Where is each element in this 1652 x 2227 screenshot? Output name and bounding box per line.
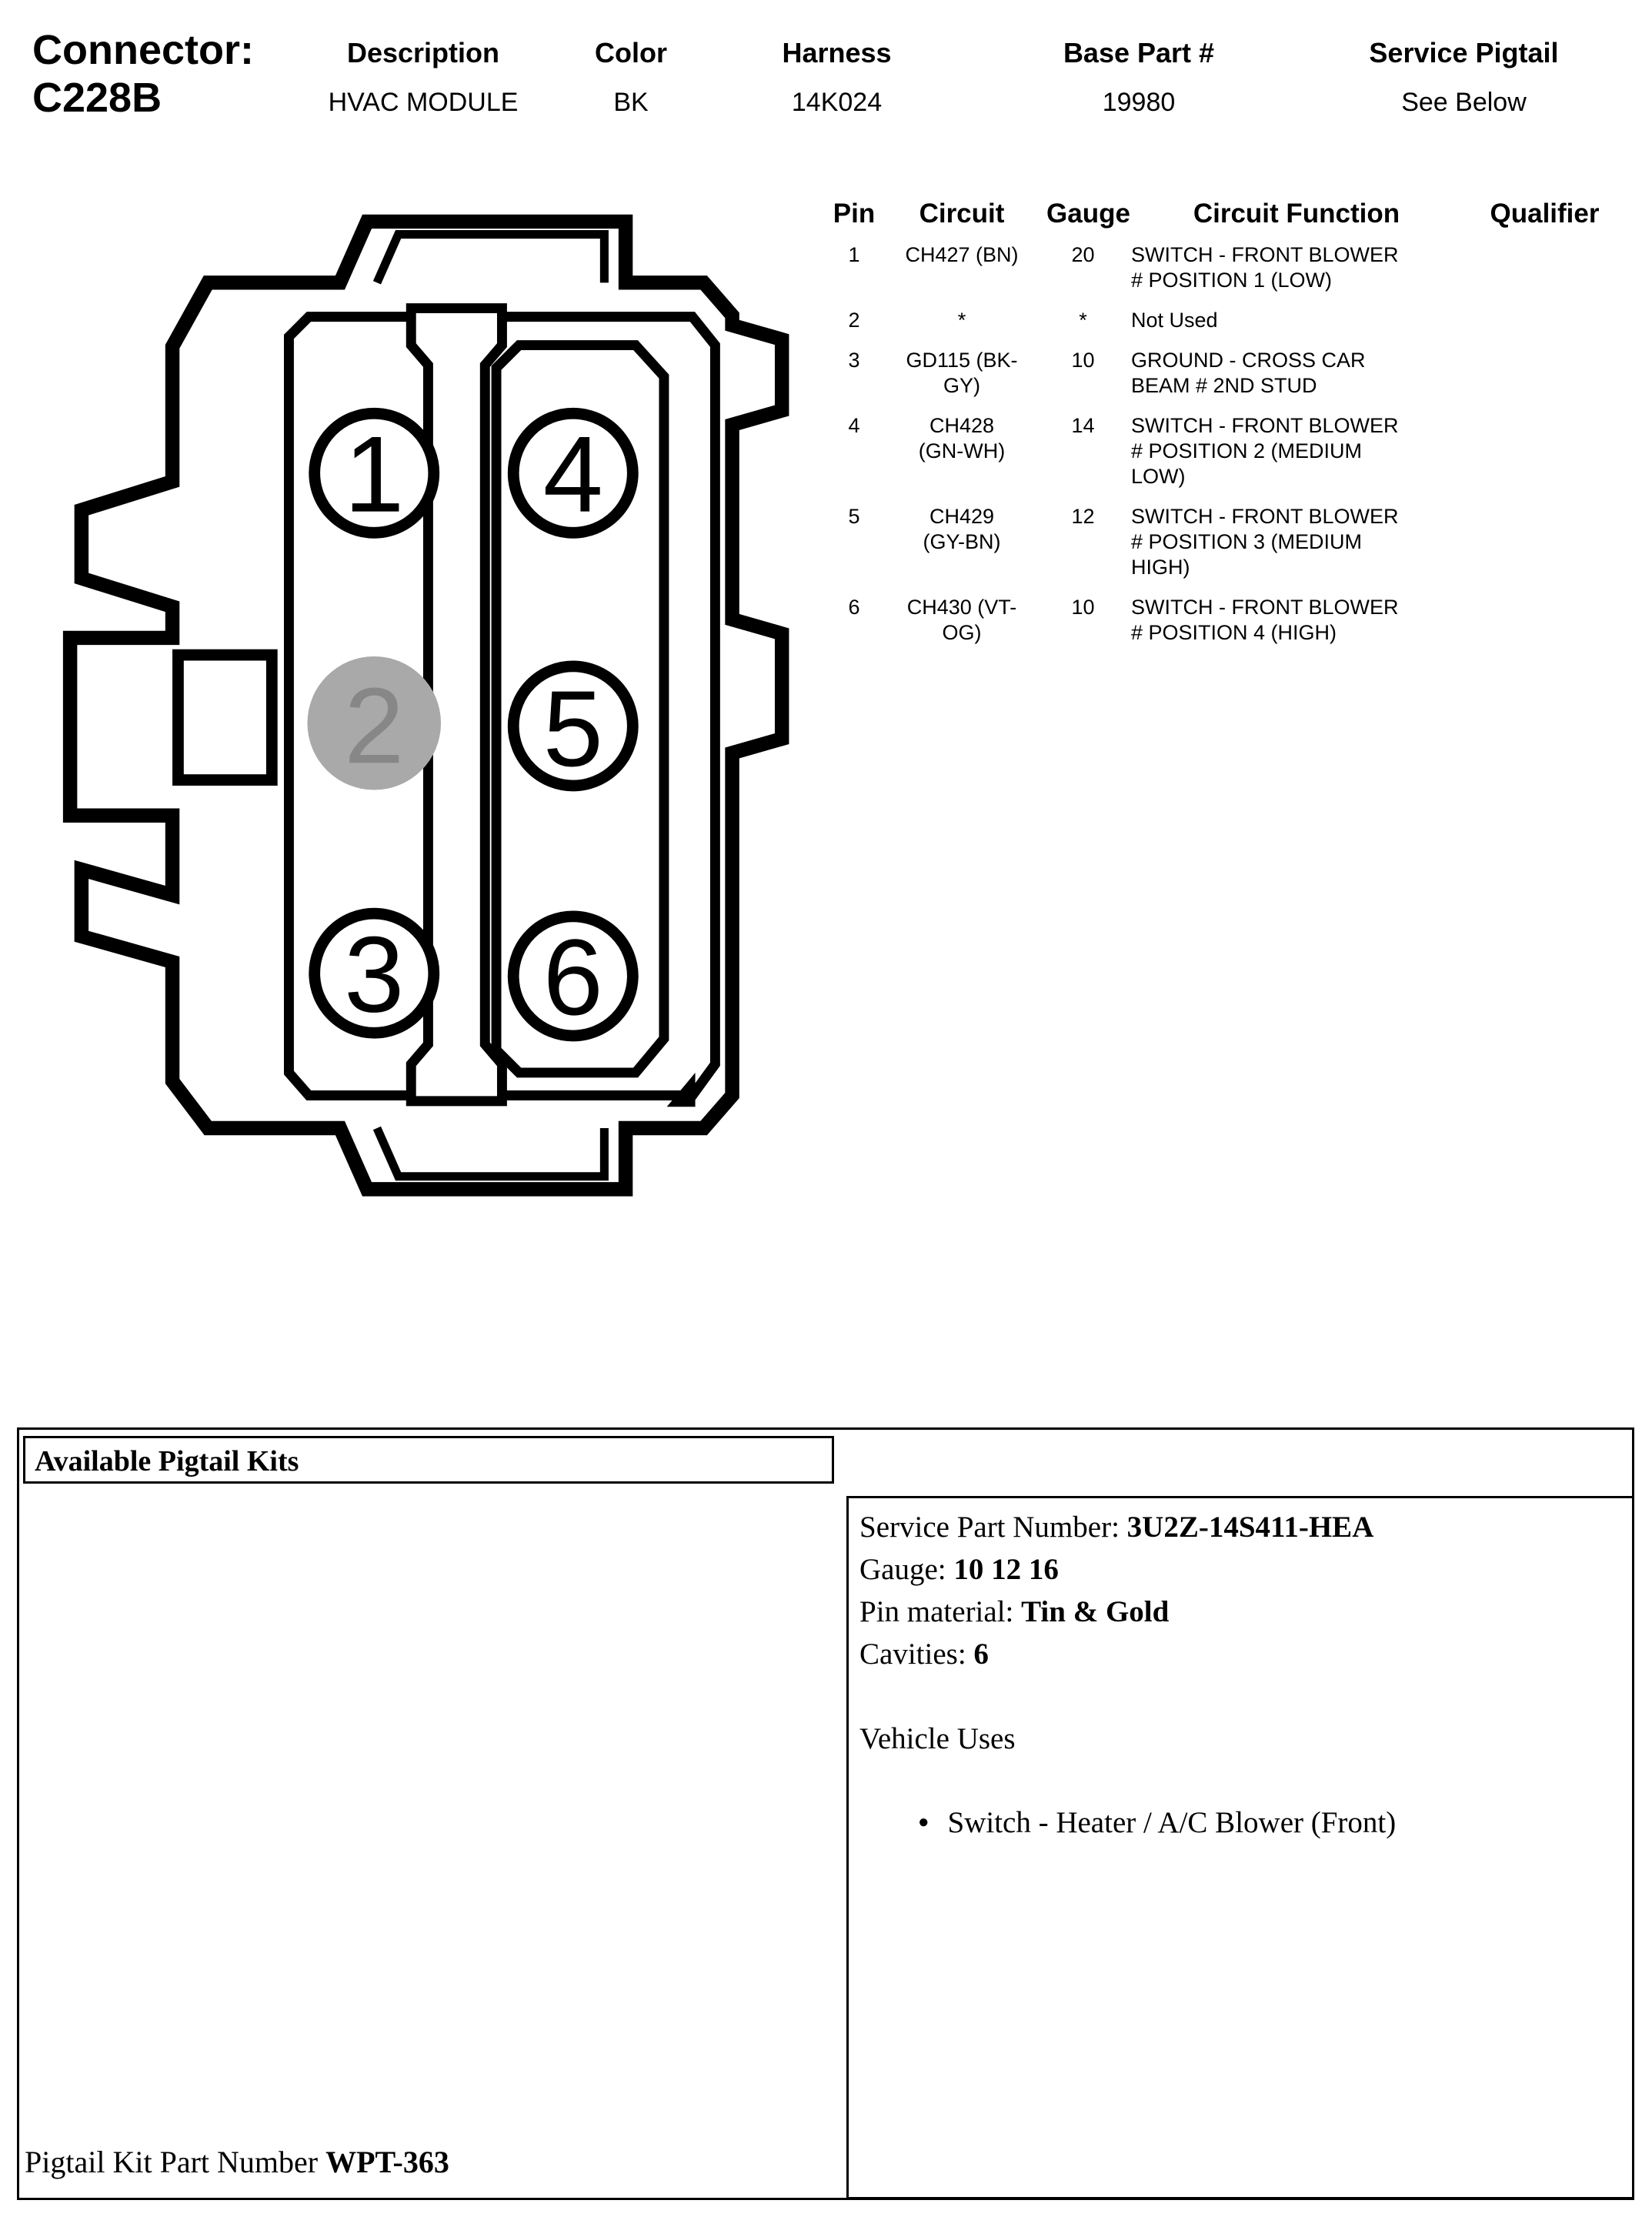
pin-row-5: 5 CH429 (GY-BN) 12 SWITCH - FRONT BLOWER… [831,504,1631,580]
cavities-label: Cavities: [859,1638,974,1671]
pin-table: Pin Circuit Gauge Circuit Function Quali… [831,199,1631,646]
connector-diagram: 1 4 2 5 3 6 [62,214,789,1197]
pin-number: 3 [848,349,860,372]
pin-material-label: Pin material: [859,1595,1022,1628]
pin-number: 4 [848,414,860,437]
pin-gauge: 14 [1071,414,1095,437]
gauge-header: Gauge [1046,199,1130,229]
header-col-harness: Harness 14K024 [743,37,931,118]
bottom-tab-inner-line [372,1126,609,1181]
base-part-label: Base Part # [1063,37,1215,68]
color-label: Color [595,37,667,68]
pigtail-kit-label: Pigtail Kit Part Number [25,2145,326,2179]
service-part-number-line: Service Part Number: 3U2Z-14S411-HEA [859,1506,1621,1548]
pin-row-6: 6 CH430 (VT- OG) 10 SWITCH - FRONT BLOWE… [831,595,1631,646]
circuit-function-header: Circuit Function [1193,199,1400,229]
header-col-color: Color BK [566,37,696,118]
service-part-number-value: 3U2Z-14S411-HEA [1126,1511,1374,1544]
pin-function: GROUND - CROSS CAR BEAM # 2ND STUD [1131,349,1366,397]
gauge-line: Gauge: 10 12 16 [859,1548,1621,1591]
pin-row-4: 4 CH428 (GN-WH) 14 SWITCH - FRONT BLOWER… [831,413,1631,489]
center-divider-bar [405,303,507,1107]
base-part-value: 19980 [1102,88,1176,117]
color-value: BK [613,88,649,117]
qualifier-header: Qualifier [1490,199,1600,229]
header-col-description: Description HVAC MODULE [277,37,569,118]
cavity-4-circle [507,407,639,539]
cavity-1-number: 1 [344,414,404,535]
description-value: HVAC MODULE [328,88,519,117]
pin-circuit: CH429 (GY-BN) [923,505,1001,553]
pin-gauge: 10 [1071,596,1095,619]
connector-title: Connector: C228B [32,26,254,122]
spacer [859,1760,1621,1800]
cavity-3-number: 3 [344,914,404,1035]
cavity-6-number: 6 [543,917,603,1037]
header-col-service-pigtail: Service Pigtail See Below [1331,37,1597,118]
cavity-6-circle [507,910,639,1042]
pin-header: Pin [833,199,876,229]
header-col-base-part: Base Part # 19980 [1023,37,1254,118]
pin-row-2: 2 * * Not Used [831,308,1631,333]
vehicle-use-item: ● Switch - Heater / A/C Blower (Front) [859,1801,1621,1848]
cavities-line: Cavities: 6 [859,1633,1621,1675]
pin-circuit: CH428 (GN-WH) [918,414,1006,462]
connector-id: C228B [32,75,162,121]
cavity-3-circle [309,907,440,1039]
pin-function: SWITCH - FRONT BLOWER # POSITION 4 (HIGH… [1131,596,1399,644]
keying-triangle [666,1072,696,1107]
pin-material-line: Pin material: Tin & Gold [859,1591,1621,1633]
pin-function: SWITCH - FRONT BLOWER # POSITION 1 (LOW) [1131,243,1399,292]
gauge-label: Gauge: [859,1553,954,1586]
pin-number: 2 [848,309,860,332]
pin-row-3: 3 GD115 (BK- GY) 10 GROUND - CROSS CAR B… [831,348,1631,399]
description-label: Description [346,37,500,68]
pin-gauge: 10 [1071,349,1095,372]
gauge-value: 10 12 16 [953,1553,1059,1586]
service-pigtail-label: Service Pigtail [1369,37,1559,68]
available-pigtail-kits-box: Available Pigtail Kits [23,1436,834,1484]
service-part-number-label: Service Part Number: [859,1511,1127,1544]
pin-circuit: CH427 (BN) [905,243,1019,266]
harness-label: Harness [782,37,892,68]
pin-circuit: CH430 (VT- OG) [906,596,1017,644]
pin-function: Not Used [1131,309,1218,332]
top-tab-inner-line [372,230,609,285]
connector-label: Connector: [32,27,254,73]
cavities-value: 6 [973,1638,989,1671]
pigtail-kit-part-number-line: Pigtail Kit Part Number WPT-363 [25,2144,449,2180]
pigtail-kit-value: WPT-363 [325,2145,449,2179]
vehicle-uses-title: Vehicle Uses [859,1722,1016,1755]
harness-value: 14K024 [791,88,883,117]
circuit-header: Circuit [919,199,1005,229]
pin-function: SWITCH - FRONT BLOWER # POSITION 3 (MEDI… [1131,505,1399,579]
right-cavity-frame [491,340,669,1078]
cavity-5-circle [507,660,639,792]
vehicle-use-text: Switch - Heater / A/C Blower (Front) [947,1806,1397,1839]
pin-number: 6 [848,596,860,619]
cavity-5-number: 5 [543,668,603,789]
pin-gauge: 12 [1071,505,1095,528]
cavity-2-number: 2 [344,665,404,786]
cavity-1-circle [309,407,440,539]
service-pigtail-value: See Below [1401,88,1527,117]
cavity-4-number: 4 [543,414,603,535]
side-clip [172,649,278,786]
cavity-2-circle [307,656,442,790]
pin-number: 5 [848,505,860,528]
pin-gauge: 20 [1071,243,1095,266]
pin-material-value: Tin & Gold [1021,1595,1170,1628]
pin-number: 1 [848,243,860,266]
spacer [859,1675,1621,1718]
pin-circuit: * [957,309,966,332]
available-pigtail-kits-title: Available Pigtail Kits [35,1445,299,1477]
bullet-icon: ● [918,1812,929,1832]
pin-table-header: Pin Circuit Gauge Circuit Function Quali… [831,199,1631,229]
pin-gauge: * [1079,309,1087,332]
pin-circuit: GD115 (BK- GY) [906,349,1018,397]
pin-function: SWITCH - FRONT BLOWER # POSITION 2 (MEDI… [1131,414,1399,488]
pin-row-1: 1 CH427 (BN) 20 SWITCH - FRONT BLOWER # … [831,242,1631,293]
pin-table-body: 1 CH427 (BN) 20 SWITCH - FRONT BLOWER # … [831,242,1631,646]
service-part-box: Service Part Number: 3U2Z-14S411-HEA Gau… [846,1496,1634,2199]
